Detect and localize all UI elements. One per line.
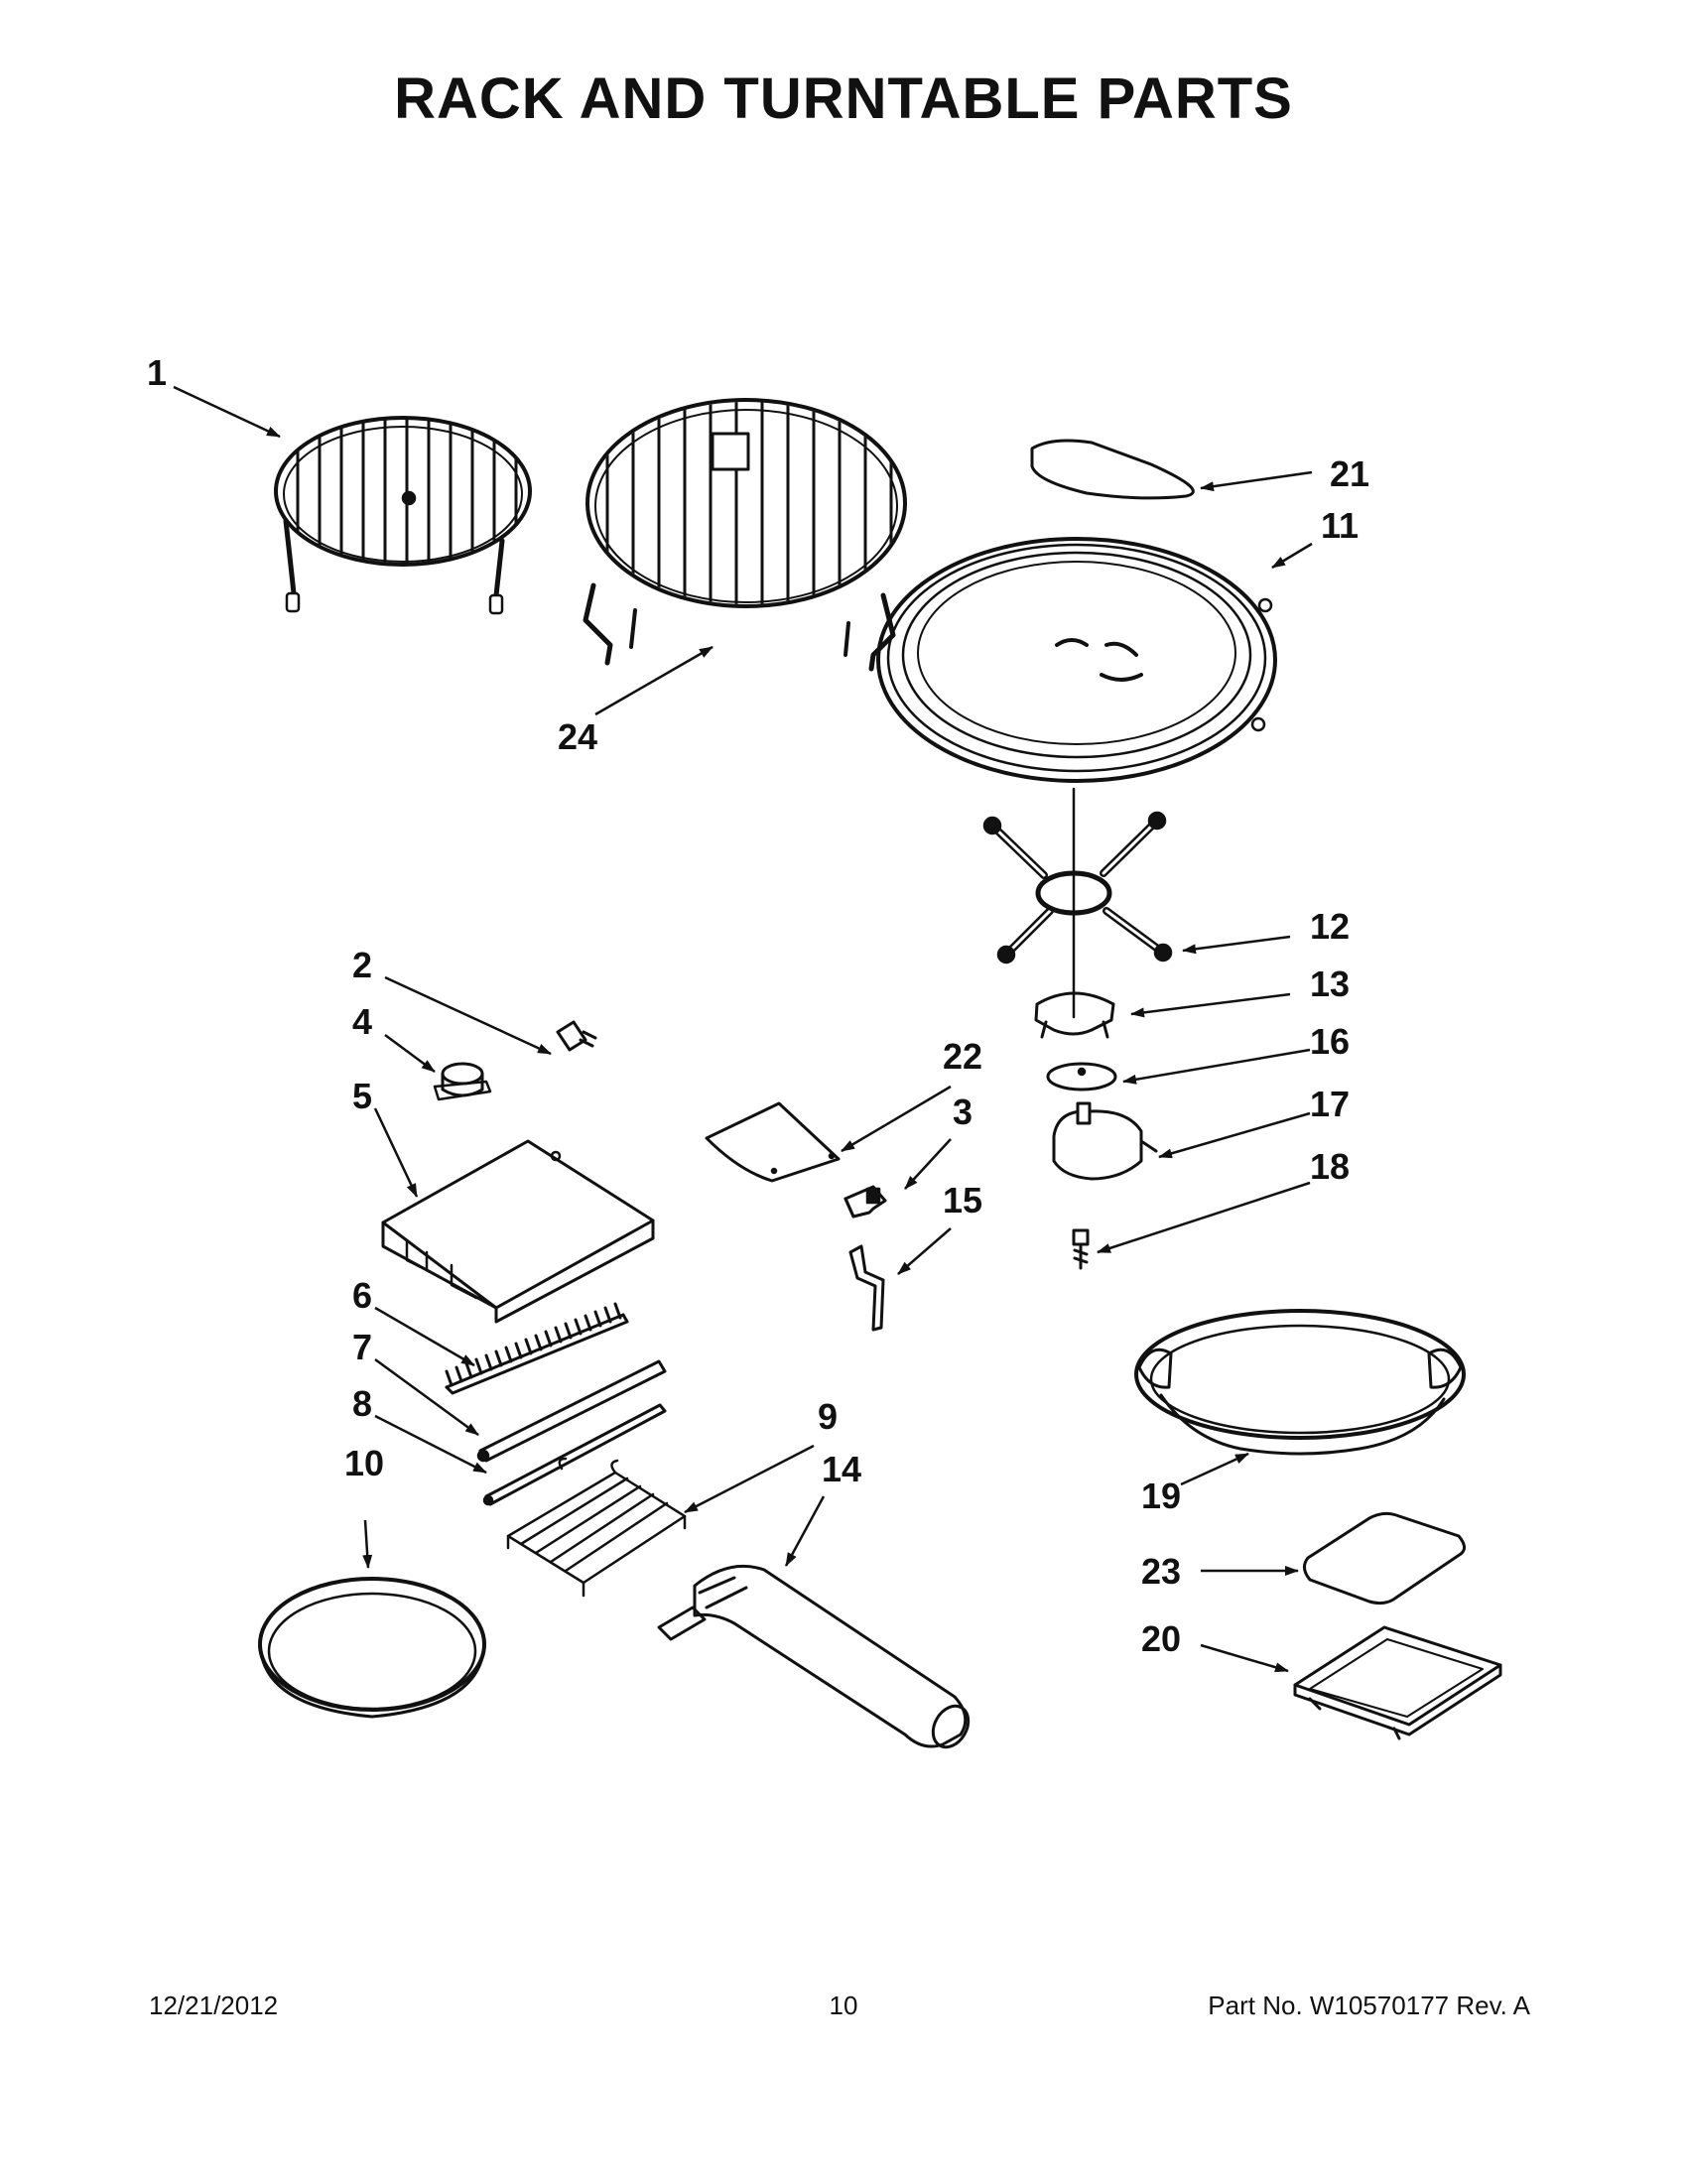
turntable-tray-part [876,537,1277,783]
callout-17: 17 [1310,1084,1350,1124]
leader-line-7 [374,1357,479,1437]
coupler-part [1034,991,1115,1039]
screw-part [1072,1228,1090,1270]
washer-part [1046,1062,1117,1092]
quartz-heater-part [476,1359,667,1463]
leader-line-4 [384,1033,436,1074]
callout-5: 5 [352,1076,372,1116]
callout-8: 8 [352,1383,372,1424]
leader-line-15 [897,1227,952,1275]
crisper-pan-part [258,1577,486,1719]
callout-10: 10 [344,1443,384,1483]
heater-cover-part [381,1139,655,1324]
callout-21: 21 [1330,453,1369,494]
plug-part [556,1020,597,1052]
callout-9: 9 [818,1396,838,1437]
leader-line-6 [374,1306,475,1367]
turntable-motor-part [1052,1101,1158,1181]
callout-3: 3 [953,1092,973,1132]
leader-line-10 [362,1519,373,1569]
leader-line-20 [1200,1643,1289,1673]
callout-15: 15 [943,1180,982,1220]
leader-line-1 [173,385,281,439]
callout-2: 2 [352,945,372,985]
footer-part-number: Part No. W10570177 Rev. A [1208,1991,1530,2020]
callout-24: 24 [558,716,597,757]
latch-part [844,1185,887,1219]
callout-11: 11 [1321,505,1359,546]
callout-22: 22 [943,1036,982,1077]
cover-plate-part [705,1101,841,1183]
callout-20: 20 [1141,1618,1181,1659]
leader-line-13 [1130,992,1291,1018]
leader-line-24 [594,645,714,716]
leader-line-14 [784,1495,826,1567]
heater-rod-part [482,1403,667,1506]
callout-18: 18 [1310,1146,1350,1187]
callout-6: 6 [352,1275,372,1316]
high-rack-part [583,398,907,672]
handle-part [657,1564,971,1749]
callout-23: 23 [1141,1551,1181,1592]
oval-dish-part [1134,1309,1466,1456]
heater-guard-part [506,1457,687,1598]
leader-line-5 [373,1107,419,1198]
thermostat-part [433,1062,492,1101]
roller-support-part [982,811,1173,964]
callout-4: 4 [352,1001,372,1042]
leader-line-19 [1180,1452,1249,1486]
leader-line-3 [904,1138,952,1190]
leader-line-17 [1158,1111,1311,1159]
cover-part [1030,439,1195,500]
leader-line-16 [1122,1048,1311,1085]
rack-frame-part [1293,1625,1502,1740]
leader-line-11 [1271,542,1313,570]
leader-line-2 [384,975,552,1056]
leader-line-18 [1097,1181,1311,1254]
callout-1: 1 [147,352,167,393]
callout-13: 13 [1310,964,1350,1004]
callout-14: 14 [822,1449,861,1489]
low-rack-part [274,416,532,615]
page-title: RACK AND TURNTABLE PARTS [394,66,1293,131]
leader-line-9 [684,1444,815,1514]
footer-date: 12/21/2012 [149,1991,279,2020]
callout-7: 7 [352,1327,372,1367]
pad-part [1303,1511,1466,1606]
bracket-part [848,1244,885,1332]
heating-element-comb-part [445,1302,629,1395]
callout-19: 19 [1141,1476,1181,1516]
footer-page-number: 10 [829,1991,858,2020]
callout-16: 16 [1310,1021,1350,1062]
leader-line-12 [1182,935,1291,955]
leader-line-21 [1200,470,1313,492]
leader-line-22 [841,1085,952,1153]
leader-line-8 [374,1414,487,1475]
callout-12: 12 [1310,906,1350,947]
